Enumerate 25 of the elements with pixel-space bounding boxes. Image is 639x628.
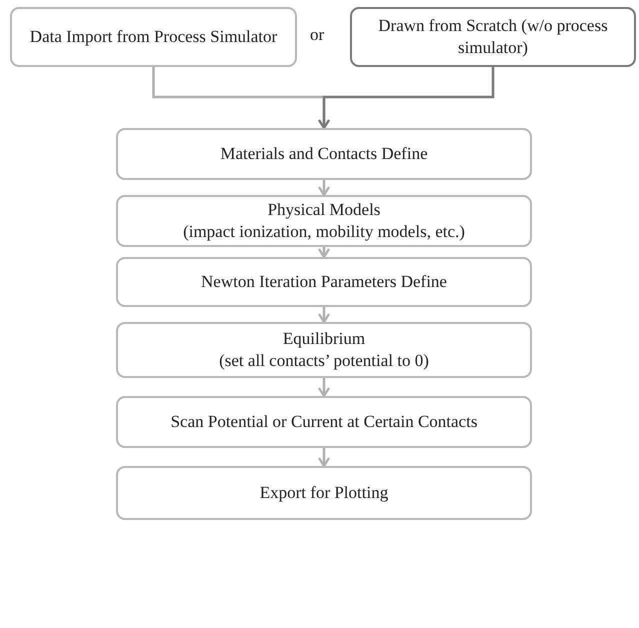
process-box	[116, 466, 532, 520]
process-box	[350, 7, 636, 67]
arrow	[318, 247, 330, 258]
arrow	[318, 180, 330, 196]
box-text: Data Import from Process Simulator	[30, 26, 278, 48]
box-text: Physical Models	[268, 198, 380, 221]
process-box	[116, 322, 532, 378]
arrow	[318, 378, 330, 398]
process-box	[10, 7, 297, 67]
box-text: Drawn from Scratch (w/o process simulator)	[377, 14, 609, 59]
arrow	[318, 307, 330, 324]
arrow	[318, 448, 330, 468]
arrow	[318, 67, 494, 130]
process-box	[116, 128, 532, 180]
box-text: Materials and Contacts Define	[220, 142, 428, 165]
box-text: (set all contacts’ potential to 0)	[219, 350, 429, 372]
box-text: (impact ionization, mobility models, etc.)	[183, 221, 465, 243]
box-text: Scan Potential or Current at Certain Contacts	[170, 410, 478, 433]
process-box	[116, 396, 532, 448]
process-box	[116, 195, 532, 247]
box-text: Newton Iteration Parameters Define	[201, 270, 447, 293]
process-box	[116, 257, 532, 307]
box-text: Export for Plotting	[260, 482, 388, 504]
connector-word: or	[310, 25, 324, 45]
box-text: Equilibrium	[282, 328, 366, 350]
